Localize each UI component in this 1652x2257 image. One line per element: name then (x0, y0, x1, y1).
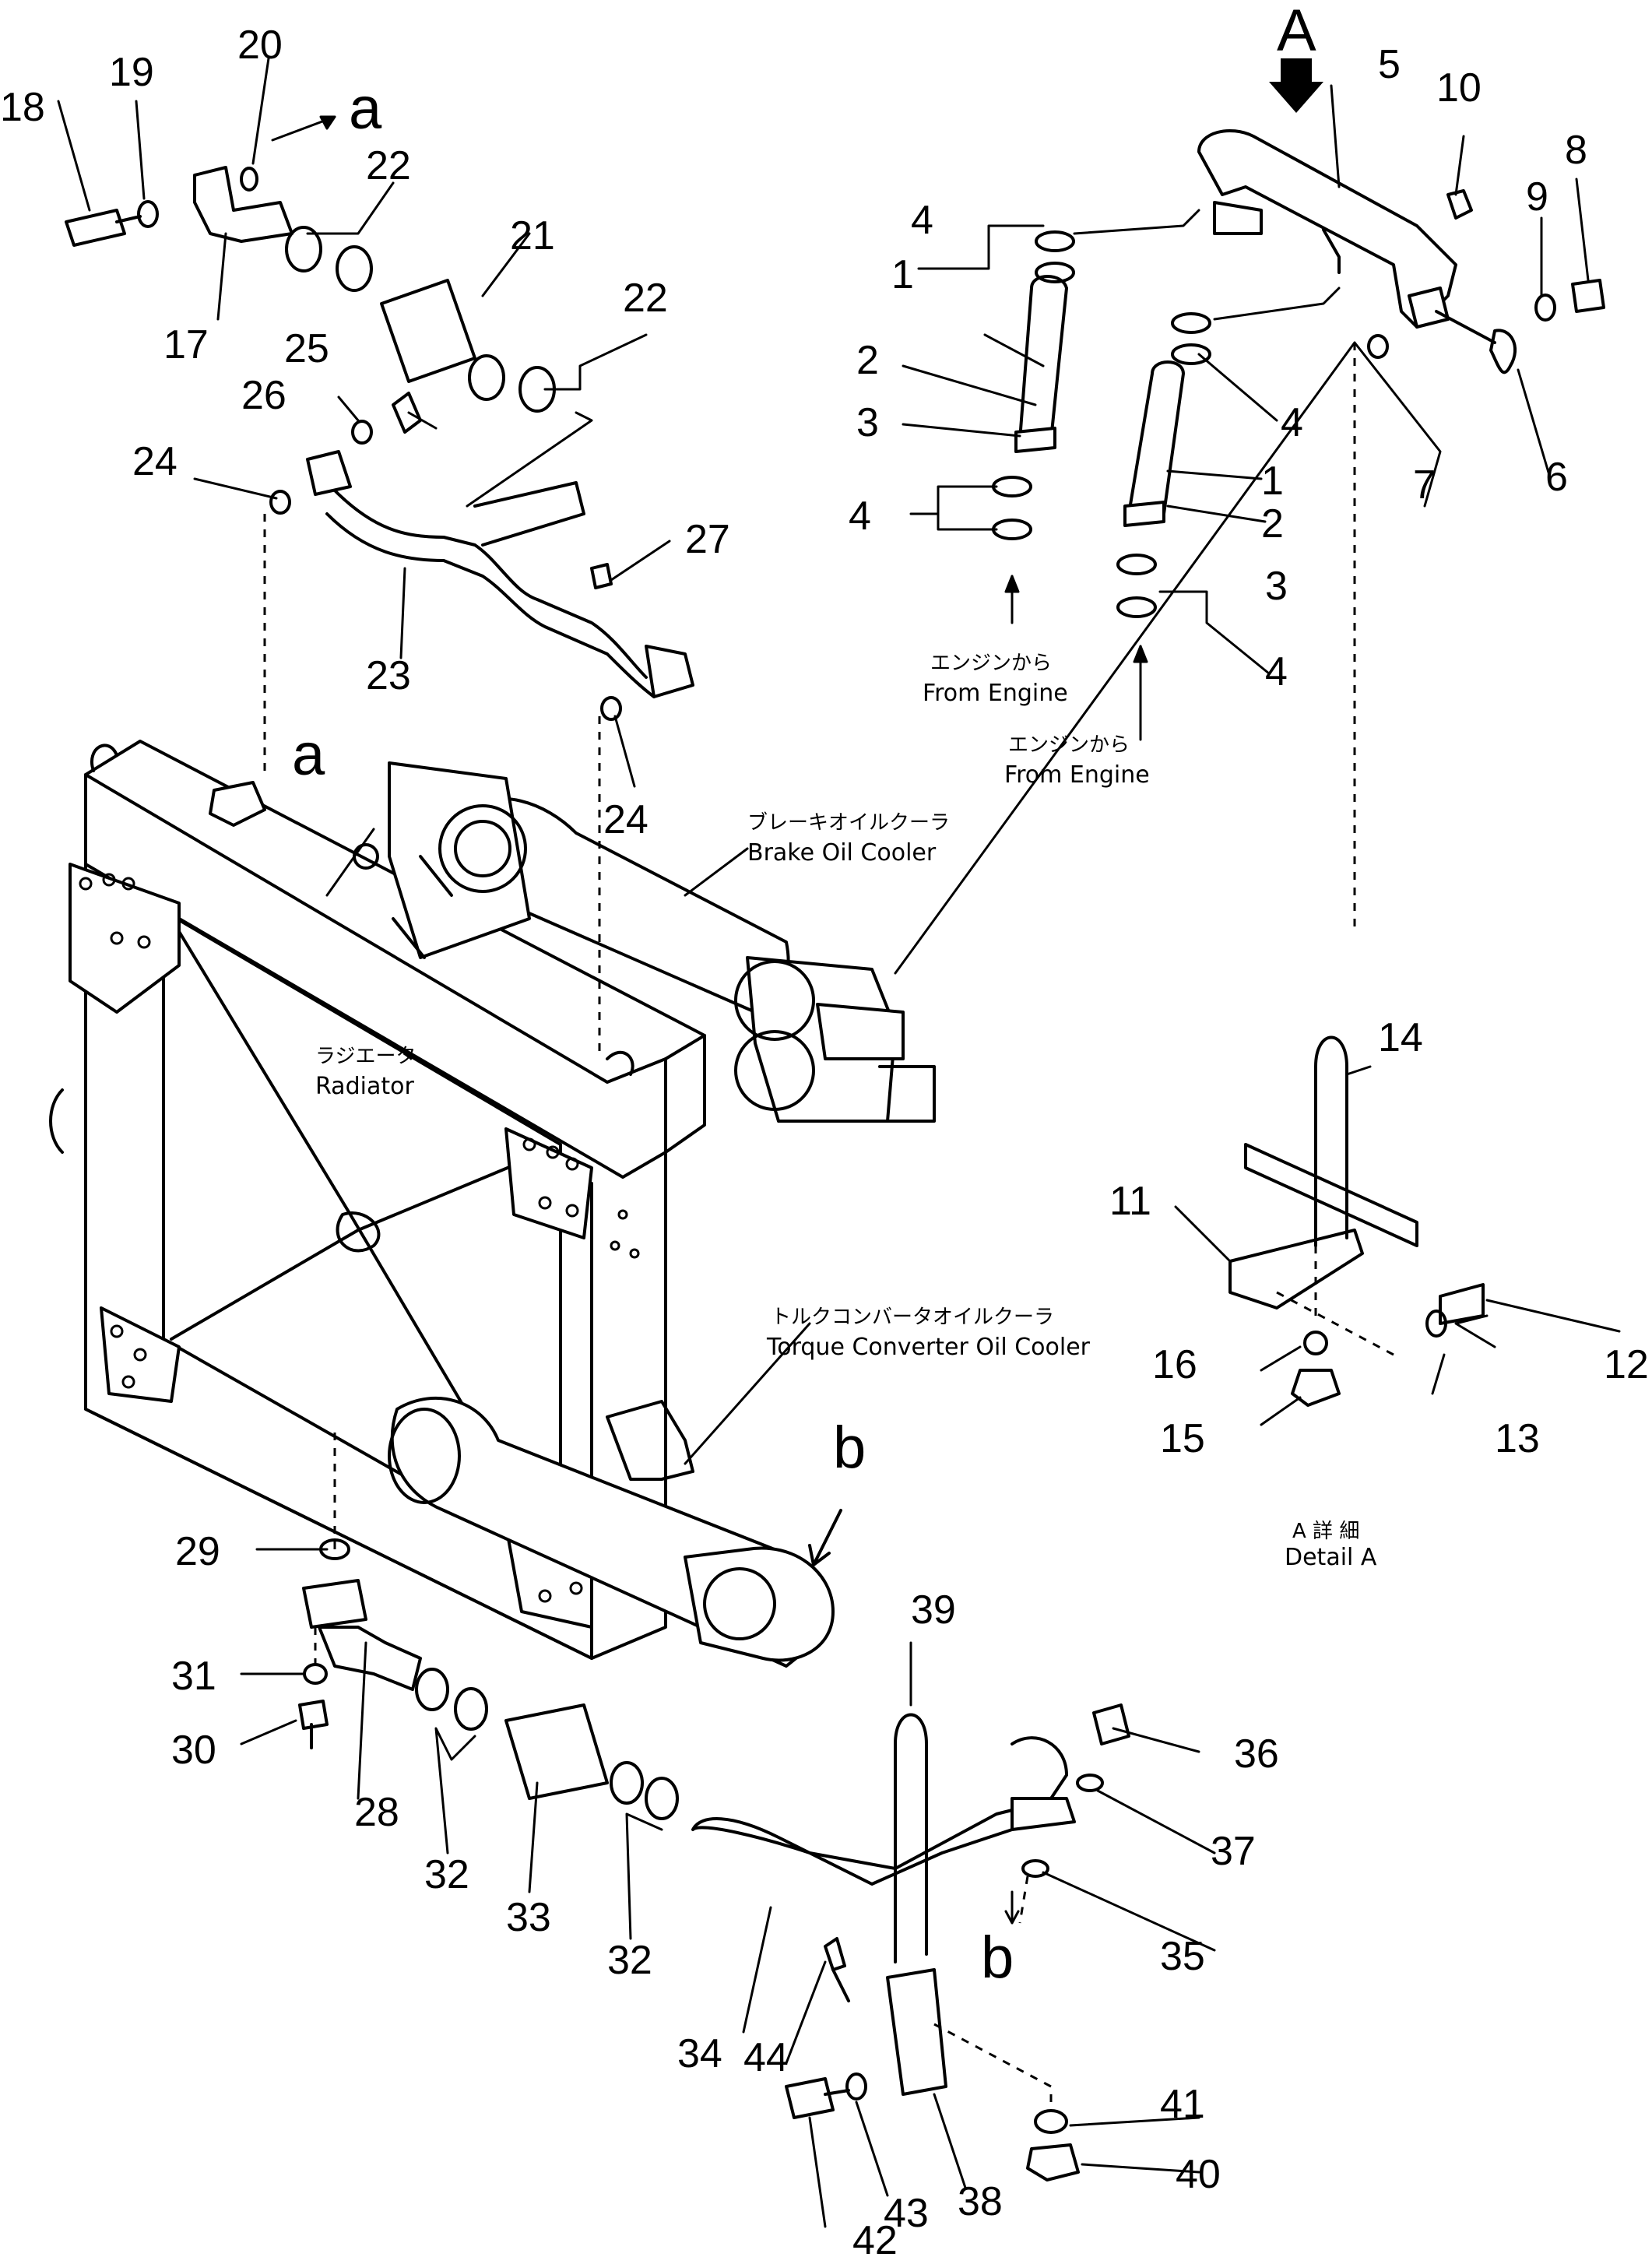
from-engine-jp-1: エンジンから (930, 652, 1052, 675)
radiator-jp: ラジエータ (315, 1045, 416, 1068)
radiator-en: Radiator (315, 1073, 414, 1100)
upper-left-piping (65, 166, 694, 1051)
from-engine-jp-2: エンジンから (1008, 733, 1130, 757)
callout-20: 20 (237, 23, 283, 68)
callout-2-upper: 2 (856, 338, 879, 383)
callout-4-c: 4 (849, 494, 871, 539)
callout-34: 34 (677, 2031, 722, 2076)
callout-29: 29 (175, 1529, 220, 1574)
callout-12: 12 (1604, 1342, 1649, 1387)
torque-converter-oil-cooler (388, 1397, 835, 1668)
callout-1-upper: 1 (891, 252, 914, 297)
callout-7: 7 (1413, 462, 1436, 508)
callout-1-lower: 1 (1261, 459, 1284, 504)
b-arrow-icon (808, 1509, 842, 1566)
callout-9: 9 (1526, 174, 1548, 220)
callout-22-upper: 22 (366, 143, 411, 188)
callout-32-left: 32 (424, 1852, 469, 1897)
callout-6: 6 (1545, 455, 1568, 500)
callout-32-right: 32 (607, 1938, 652, 1983)
callout-24-left: 24 (132, 439, 178, 484)
callout-4-b: 4 (1281, 400, 1303, 445)
connection-marker-a-upper: a (349, 76, 382, 142)
callout-2-lower: 2 (1261, 501, 1284, 547)
callout-33: 33 (506, 1895, 551, 1940)
torque-cooler-jp: トルクコンバータオイルクーラ (771, 1306, 1054, 1329)
callout-44: 44 (743, 2035, 789, 2080)
callout-4-d: 4 (1265, 649, 1288, 694)
callout-24-right: 24 (603, 797, 648, 842)
callout-41: 41 (1160, 2082, 1205, 2127)
detail-a-jp: A 詳 細 (1292, 1520, 1359, 1543)
callout-8: 8 (1565, 128, 1587, 173)
callout-36: 36 (1234, 1731, 1279, 1777)
view-a-arrow-icon (1269, 58, 1323, 113)
callout-4-a: 4 (911, 198, 933, 243)
callout-18: 18 (0, 85, 45, 130)
callout-25: 25 (284, 326, 329, 371)
callout-37: 37 (1211, 1829, 1256, 1874)
brake-cooler-jp: ブレーキオイルクーラ (747, 811, 950, 835)
callout-14: 14 (1378, 1015, 1423, 1060)
callout-35: 35 (1160, 1934, 1205, 1979)
connection-marker-b-lower: b (981, 1925, 1014, 1991)
callout-5: 5 (1378, 42, 1401, 87)
brake-cooler-en: Brake Oil Cooler (747, 839, 937, 867)
callout-22-lower: 22 (623, 276, 668, 321)
callout-28: 28 (354, 1790, 399, 1835)
callout-30: 30 (171, 1728, 216, 1773)
leader-lines (57, 57, 1621, 2228)
callout-19: 19 (109, 50, 154, 95)
detail-a-en: Detail A (1285, 1544, 1377, 1571)
lower-piping (298, 1433, 1130, 2181)
from-engine-en-2: From Engine (1004, 761, 1150, 789)
callout-numbers: 1 1 2 2 3 3 4 4 4 4 5 6 7 8 9 10 11 12 1… (0, 23, 1649, 2257)
callout-27: 27 (685, 517, 730, 562)
callout-3-lower: 3 (1265, 564, 1288, 609)
view-marker-a: A (1277, 0, 1316, 64)
callout-38: 38 (958, 2179, 1003, 2224)
callout-39: 39 (911, 1587, 956, 1633)
callout-13: 13 (1495, 1416, 1540, 1461)
torque-cooler-en: Torque Converter Oil Cooler (766, 1334, 1091, 1361)
brake-oil-cooler (353, 761, 936, 1123)
callout-23: 23 (366, 653, 411, 698)
callout-43: 43 (884, 2191, 929, 2236)
callout-16: 16 (1152, 1342, 1197, 1387)
callout-10: 10 (1436, 65, 1482, 111)
callout-40: 40 (1176, 2152, 1221, 2197)
callout-26: 26 (241, 373, 286, 418)
callout-42: 42 (852, 2218, 898, 2257)
callout-31: 31 (171, 1654, 216, 1699)
detail-a (1228, 1035, 1485, 1407)
callout-11: 11 (1109, 1179, 1151, 1224)
callout-21: 21 (510, 213, 555, 258)
connection-marker-b-upper: b (833, 1415, 866, 1481)
callout-17: 17 (163, 322, 209, 367)
radiator (49, 740, 706, 1660)
connection-marker-a-lower: a (292, 722, 325, 788)
from-engine-en-1: From Engine (923, 680, 1068, 707)
upper-right-piping (992, 128, 1605, 934)
callout-15: 15 (1160, 1416, 1205, 1461)
callout-3-upper: 3 (856, 400, 879, 445)
